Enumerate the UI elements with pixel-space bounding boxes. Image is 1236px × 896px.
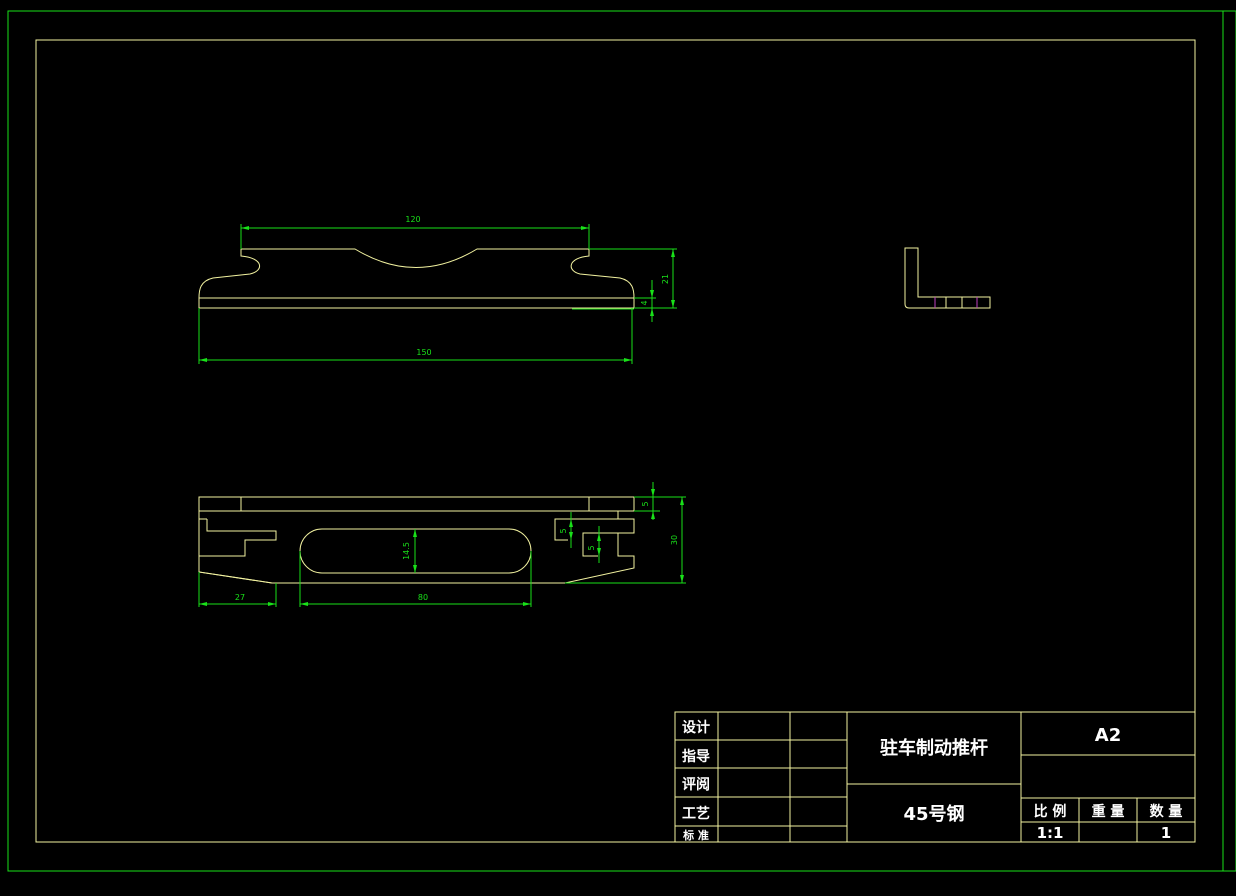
dim-27-text: 27 — [235, 593, 245, 602]
front-view-base-plate — [198, 297, 635, 309]
side-view — [904, 247, 991, 309]
dim-80-text: 80 — [418, 593, 428, 602]
inner-border — [35, 39, 1196, 843]
dim-21-arrow-bottom — [671, 300, 675, 308]
top-view-body-outline — [198, 511, 635, 584]
tb-part-name: 驻车制动推杆 — [880, 737, 988, 759]
dim-30-group: 30 — [565, 497, 686, 584]
dim-4-group: 4 — [634, 280, 656, 322]
tb-sheet-size: A2 — [1095, 725, 1121, 746]
dim-5-notch-1-arrow-bottom — [569, 532, 573, 540]
tb-material: 45号钢 — [903, 803, 964, 825]
dim-80-arrow-right — [523, 602, 531, 606]
title-block: 设计 指导 评阅 工艺 标 准 驻车制动推杆 45号钢 A2 比 例 重 量 数… — [674, 711, 1196, 843]
dim-5-notch-2-arrow-bottom — [597, 548, 601, 556]
dim-21-text: 21 — [661, 274, 670, 284]
dim-120-group: 120 — [240, 215, 590, 249]
dim-5-notch-2-arrow-top — [597, 533, 601, 541]
dim-4-arrow-bottom — [650, 308, 654, 316]
top-view-lower-chamfer-left — [198, 571, 273, 584]
top-view-left-step — [199, 519, 277, 557]
top-view-right-notch-a — [554, 518, 618, 541]
dim-30-text: 30 — [670, 535, 679, 545]
outer-frame — [7, 10, 1236, 872]
front-view-profile — [198, 248, 635, 299]
dim-30-arrow-top — [680, 497, 684, 505]
dim-27-group: 27 — [198, 572, 277, 607]
dim-150-arrow-right — [624, 358, 632, 362]
dim-150-group: 150 — [198, 308, 633, 364]
title-block-border — [674, 711, 1196, 843]
dim-21-arrow-top — [671, 249, 675, 257]
dim-120-text: 120 — [405, 215, 420, 224]
dim-5-plate-arrow-bottom — [651, 511, 655, 519]
sheet-frames — [7, 10, 1236, 872]
dim-30-arrow-bottom — [680, 575, 684, 583]
front-view: 120 150 21 4 — [198, 215, 677, 364]
dim-14-5-arrow-bottom — [413, 565, 417, 573]
dim-80-arrow-left — [300, 602, 308, 606]
dim-5-notch-1-arrow-top — [569, 519, 573, 527]
tb-quantity-label: 数 量 — [1150, 803, 1183, 820]
dim-14-5-text: 14.5 — [402, 542, 411, 560]
dim-4-arrow-top — [650, 290, 654, 298]
dim-5-plate-group: 5 — [634, 482, 686, 520]
dim-27-arrow-left — [199, 602, 207, 606]
dim-5-plate-arrow-top — [651, 489, 655, 497]
top-view-top-plate — [198, 496, 635, 512]
dim-5-notch-2-group: 5 — [587, 526, 601, 563]
tb-weight-label: 重 量 — [1092, 803, 1125, 820]
dim-27-arrow-right — [268, 602, 276, 606]
tb-label-guide: 指导 — [682, 748, 710, 765]
dim-120-arrow-right — [581, 226, 589, 230]
top-view-right-notch-b — [582, 532, 618, 557]
dim-5-plate-text: 5 — [641, 501, 650, 506]
dim-5-notch-2-text: 5 — [587, 545, 596, 550]
dim-5-notch-1-group: 5 — [559, 512, 573, 548]
tb-scale-label: 比 例 — [1034, 803, 1067, 820]
dim-14-5-group: 14.5 — [402, 529, 417, 573]
tb-label-review: 评阅 — [682, 776, 710, 793]
dim-80-group: 80 — [299, 551, 532, 607]
tb-quantity-value: 1 — [1161, 824, 1171, 842]
top-view: 14.5 80 27 5 — [198, 482, 686, 607]
tb-label-process: 工艺 — [682, 805, 710, 822]
dim-150-text: 150 — [416, 348, 431, 357]
top-view-slot — [299, 528, 532, 574]
dim-120-arrow-left — [241, 226, 249, 230]
dim-4-text: 4 — [640, 300, 649, 305]
dim-150-arrow-left — [199, 358, 207, 362]
dim-5-notch-1-text: 5 — [559, 528, 568, 533]
tb-label-standard: 标 准 — [682, 828, 709, 842]
dim-14-5-arrow-top — [413, 529, 417, 537]
tb-label-design: 设计 — [682, 719, 710, 736]
tb-scale-value: 1:1 — [1037, 824, 1064, 842]
dim-21-group: 21 — [589, 248, 677, 309]
side-view-l-profile — [904, 247, 991, 309]
